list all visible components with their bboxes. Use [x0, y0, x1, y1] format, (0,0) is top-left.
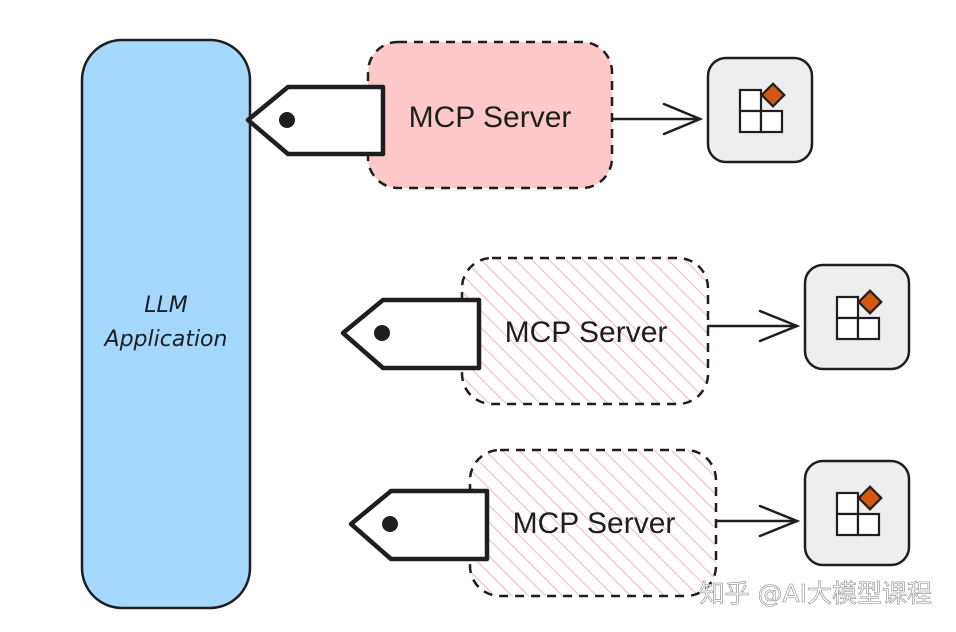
- tool-1: [706, 56, 814, 164]
- llm-label-line2: Application: [103, 327, 228, 352]
- server-1-label: MCP Server: [409, 101, 572, 134]
- mcp-server-3[interactable]: MCP Server: [348, 448, 911, 598]
- arrow-icon: [706, 309, 801, 343]
- plug-tag-icon: [245, 84, 386, 157]
- tool-blocks-icon: [738, 82, 786, 134]
- tool-blocks-icon: [835, 289, 883, 341]
- server-1-box: [366, 40, 614, 190]
- plug-hole-icon: [374, 325, 390, 341]
- tool-3: [803, 459, 911, 567]
- tool-2: [803, 263, 911, 371]
- arrow-icon: [610, 102, 704, 136]
- plug-tag-icon: [348, 488, 490, 562]
- mcp-server-1[interactable]: MCP Server: [245, 40, 814, 190]
- server-2-label: MCP Server: [505, 316, 668, 349]
- tool-blocks-icon: [835, 485, 883, 537]
- plug-tag-icon: [340, 297, 482, 371]
- server-3-label: MCP Server: [513, 507, 676, 540]
- arrow-icon: [714, 504, 801, 538]
- watermark: 知乎 @AI大模型课程: [700, 579, 932, 608]
- llm-label-line1: LLM: [144, 293, 188, 318]
- mcp-server-2[interactable]: MCP Server: [340, 256, 911, 406]
- plug-hole-icon: [382, 516, 398, 532]
- plug-hole-icon: [279, 112, 295, 128]
- llm-application-block: LLM Application: [80, 38, 252, 610]
